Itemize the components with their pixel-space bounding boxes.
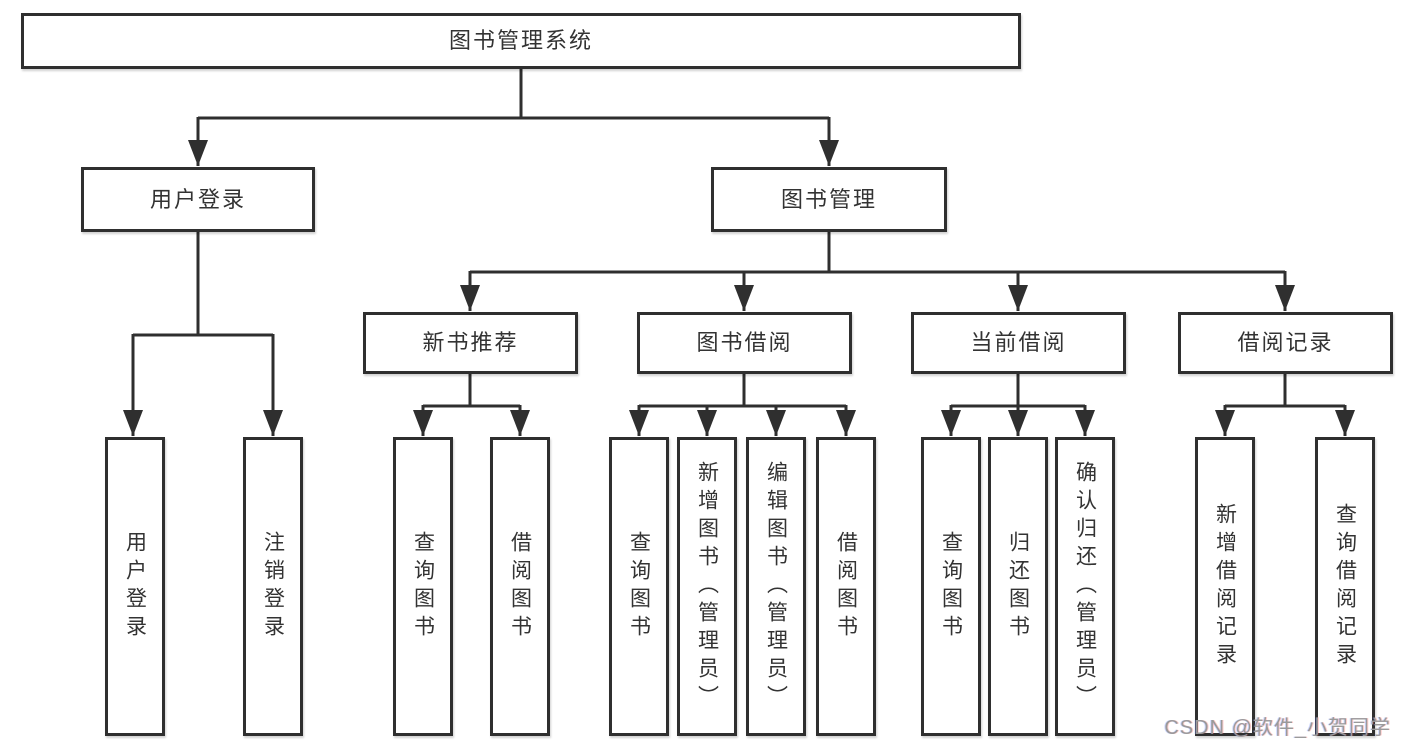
- leaf-query-borrow-record: 查询借阅记录: [1315, 437, 1375, 736]
- node-current-borrowing: 当前借阅: [911, 312, 1126, 374]
- leaf-borrow-books-recommend: 借阅图书: [490, 437, 550, 736]
- node-library-management-system: 图书管理系统: [21, 13, 1021, 69]
- leaf-add-book-admin: 新增图书（管理员）: [677, 437, 737, 736]
- node-user-login: 用户登录: [81, 167, 315, 232]
- connector-trunks: [133, 69, 1345, 408]
- node-book-management: 图书管理: [711, 167, 947, 232]
- leaf-confirm-return-admin: 确认归还（管理员）: [1055, 437, 1115, 736]
- leaf-add-borrow-record: 新增借阅记录: [1195, 437, 1255, 736]
- leaf-query-books-current: 查询图书: [921, 437, 981, 736]
- node-book-borrowing: 图书借阅: [637, 312, 852, 374]
- leaf-borrow-books: 借阅图书: [816, 437, 876, 736]
- node-borrowing-records: 借阅记录: [1178, 312, 1393, 374]
- leaf-edit-book-admin: 编辑图书（管理员）: [746, 437, 806, 736]
- node-new-book-recommendation: 新书推荐: [363, 312, 578, 374]
- leaf-query-books-recommend: 查询图书: [393, 437, 453, 736]
- leaf-logout: 注销登录: [243, 437, 303, 736]
- csdn-watermark: CSDN @软件_小贺同学: [1164, 717, 1391, 739]
- leaf-query-books-borrow: 查询图书: [609, 437, 669, 736]
- leaf-user-login: 用户登录: [105, 437, 165, 736]
- leaf-return-book: 归还图书: [988, 437, 1048, 736]
